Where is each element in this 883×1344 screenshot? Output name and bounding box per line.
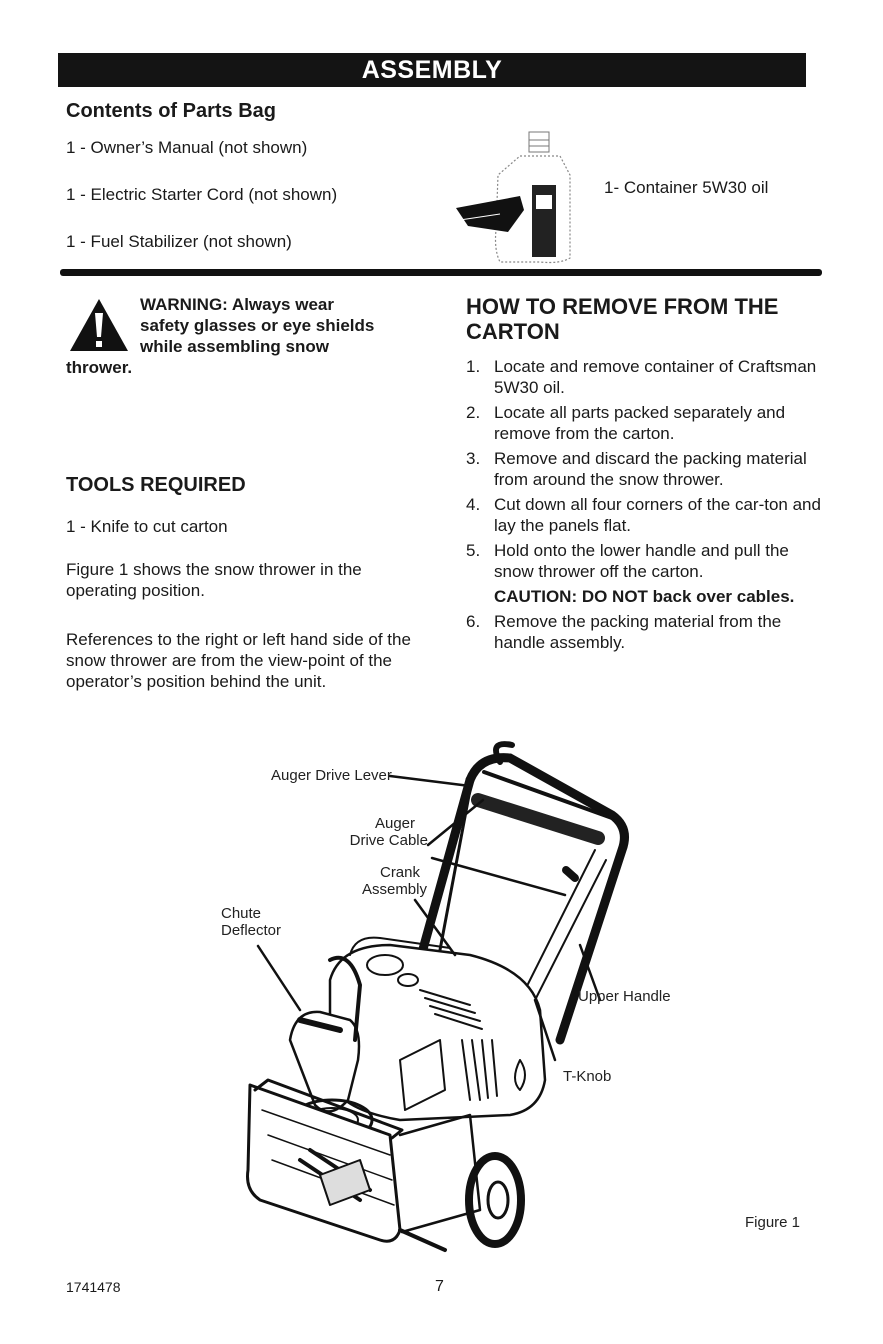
remove-title: HOW TO REMOVE FROM THE CARTON bbox=[466, 294, 779, 344]
warning-line-2: safety glasses or eye shields bbox=[140, 316, 375, 335]
section-header: ASSEMBLY bbox=[58, 53, 806, 87]
tools-item: 1 - Knife to cut carton bbox=[66, 517, 228, 536]
caution-note: CAUTION: DO NOT back over cables. bbox=[494, 587, 795, 606]
step-item: 1.Locate and remove container of Craftsm… bbox=[466, 357, 817, 397]
parts-item-fuel-stabilizer: 1 - Fuel Stabilizer (not shown) bbox=[66, 232, 292, 251]
label-crank: Crank bbox=[379, 864, 420, 881]
orientation-paragraph: References to the right or left hand sid… bbox=[66, 630, 411, 691]
tools-title: TOOLS REQUIRED bbox=[66, 474, 246, 496]
step-item: 2.Locate all parts packed separately and… bbox=[466, 403, 786, 443]
label-auger: Auger bbox=[374, 815, 416, 832]
step-item: 4.Cut down all four corners of the car-t… bbox=[466, 495, 821, 535]
label-auger-drive-lever: Auger Drive Lever bbox=[271, 767, 392, 784]
warning-text: WARNING: Always wear safety glasses or e… bbox=[66, 294, 411, 378]
figure-caption: Figure 1 bbox=[745, 1214, 801, 1231]
warning-line-1: WARNING: Always wear bbox=[140, 295, 334, 314]
label-assembly: Assembly bbox=[361, 881, 427, 898]
remove-steps: 1.Locate and remove container of Craftsm… bbox=[466, 356, 826, 653]
oil-container-label: 1- Container 5W30 oil bbox=[604, 178, 769, 197]
label-chute: Chute bbox=[221, 905, 262, 922]
step-item: 3.Remove and discard the packing materia… bbox=[466, 449, 807, 489]
section-divider bbox=[60, 269, 822, 276]
label-deflector: Deflector bbox=[221, 922, 282, 939]
parts-item-starter-cord: 1 - Electric Starter Cord (not shown) bbox=[66, 185, 338, 204]
label-drive-cable: Drive Cable bbox=[349, 832, 428, 849]
figure-reference-paragraph: Figure 1 shows the snow thrower in the o… bbox=[66, 560, 362, 600]
label-t-knob: T-Knob bbox=[563, 1068, 612, 1085]
step-item: 6.Remove the packing material from the h… bbox=[466, 612, 782, 652]
warning-triangle-icon bbox=[70, 299, 128, 351]
warning-line-4: thrower. bbox=[66, 358, 133, 377]
warning-line-3: while assembling snow bbox=[140, 337, 329, 356]
page-number: 7 bbox=[435, 1278, 444, 1295]
step-item: 5.Hold onto the lower handle and pull th… bbox=[466, 540, 826, 607]
document-number: 1741478 bbox=[66, 1279, 121, 1295]
label-upper-handle: Upper Handle bbox=[578, 988, 671, 1005]
parts-item-manual: 1 - Owner’s Manual (not shown) bbox=[66, 138, 308, 157]
contents-title: Contents of Parts Bag bbox=[66, 100, 277, 122]
